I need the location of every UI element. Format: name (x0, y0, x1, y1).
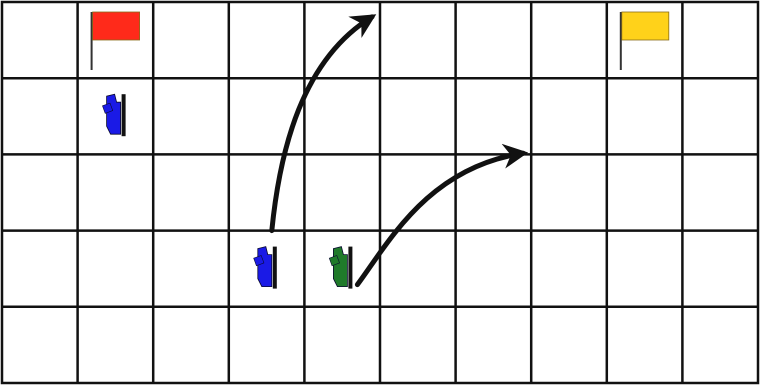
green-tank-icon[interactable] (328, 246, 353, 289)
move-arrows (269, 14, 529, 288)
tank-tread (121, 94, 126, 137)
flag-cloth (92, 11, 140, 41)
blue-tank-1-icon[interactable] (102, 93, 126, 137)
move-arrow-2 (354, 143, 529, 288)
tank-turret (253, 255, 265, 267)
blue-tank-2-icon[interactable] (253, 246, 277, 289)
tank-tread (272, 246, 277, 289)
red-flag-icon[interactable] (90, 11, 140, 70)
tank-tread (348, 246, 353, 289)
tank-turret (328, 255, 340, 267)
pieces (90, 11, 670, 289)
move-arrow-1 (269, 14, 377, 234)
flag-cloth (621, 11, 670, 41)
yellow-flag-icon[interactable] (619, 11, 670, 70)
tank-turret (102, 102, 114, 114)
